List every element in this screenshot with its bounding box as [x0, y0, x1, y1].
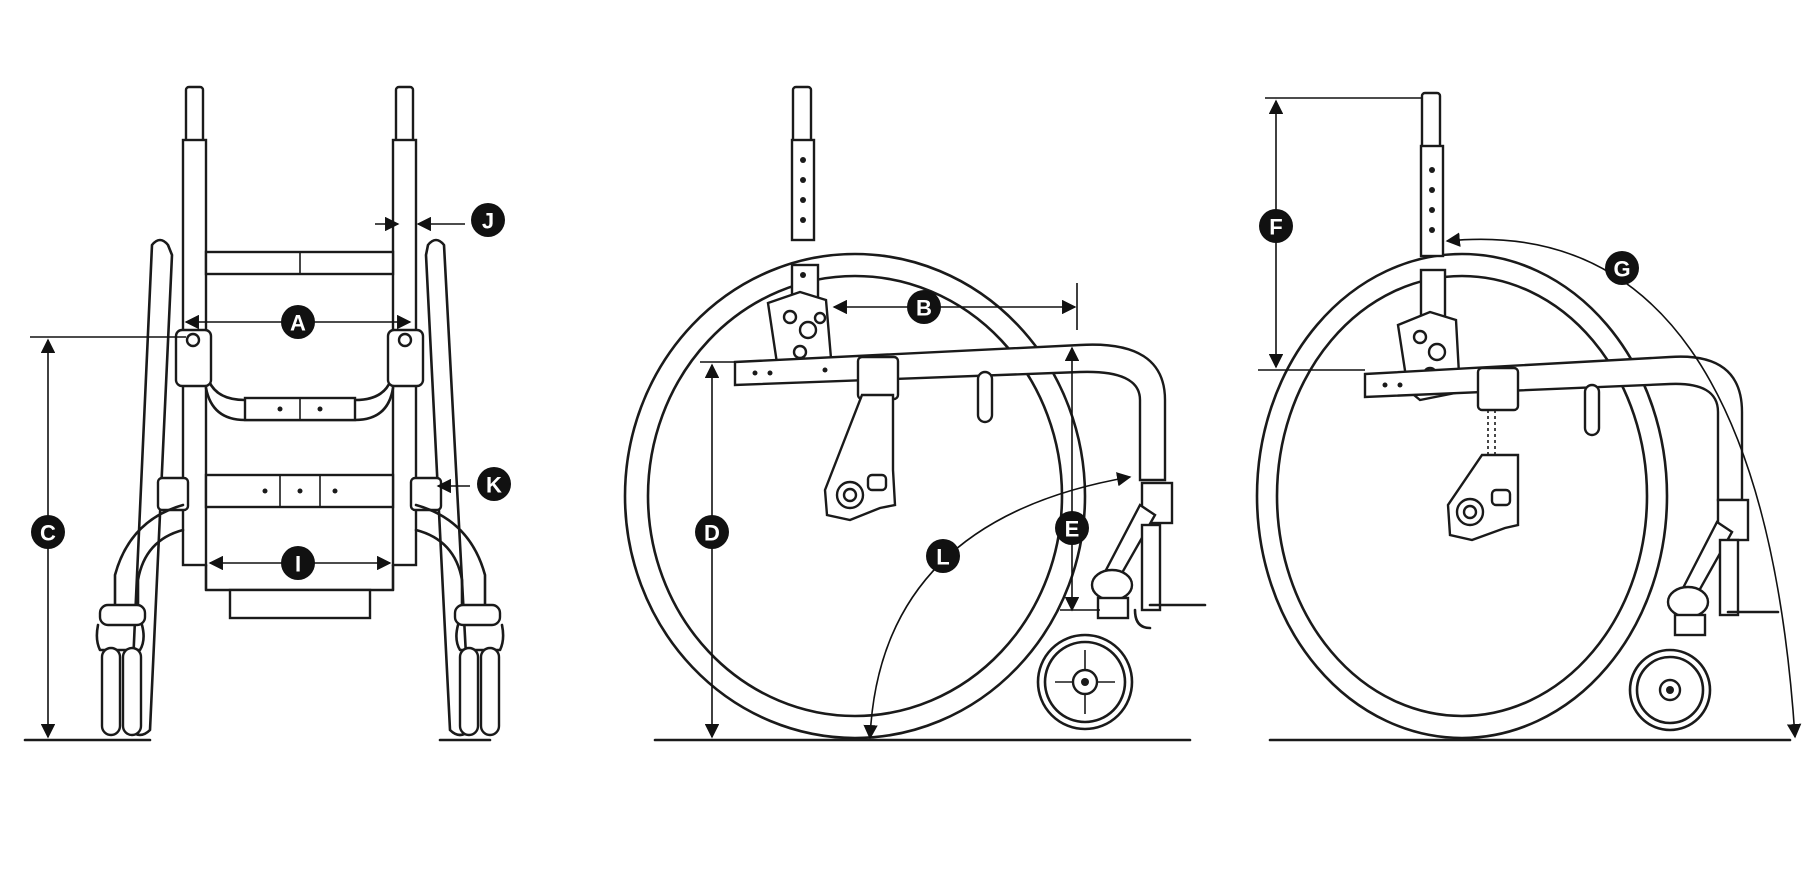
label-c-badge: C: [31, 515, 65, 549]
front-seat-frame: [174, 328, 425, 422]
svg-text:C: C: [40, 521, 56, 546]
dimension-b: B: [832, 283, 1078, 330]
label-g-badge: G: [1605, 251, 1639, 285]
svg-text:E: E: [1065, 517, 1080, 542]
svg-text:B: B: [916, 296, 932, 321]
dimension-d: D: [695, 361, 735, 739]
dimension-j: J: [375, 203, 505, 237]
right-caster: [1628, 498, 1780, 732]
dimension-k: K: [436, 467, 511, 501]
label-b-badge: B: [907, 290, 941, 324]
svg-text:A: A: [290, 311, 306, 336]
middle-side-frame: [733, 343, 1167, 482]
svg-text:J: J: [482, 209, 494, 234]
label-i-badge: I: [281, 546, 315, 580]
dimension-l: L: [863, 472, 1132, 740]
front-view: A C I J: [23, 85, 511, 742]
right-back-post: [1419, 91, 1447, 324]
label-j-badge: J: [471, 203, 505, 237]
svg-text:I: I: [295, 552, 301, 577]
svg-text:F: F: [1269, 215, 1282, 240]
dimension-g: G: [1445, 232, 1802, 739]
svg-text:D: D: [704, 521, 720, 546]
label-e-badge: E: [1055, 511, 1089, 545]
dimension-c: C: [30, 336, 186, 739]
front-footplate: [204, 563, 395, 620]
label-k-badge: K: [477, 467, 511, 501]
right-axle-plate: [1446, 410, 1520, 542]
dimension-f: F: [1258, 97, 1422, 371]
front-footrest-crossbar: [156, 473, 443, 512]
label-l-badge: L: [926, 539, 960, 573]
dimension-a: A: [184, 305, 412, 339]
label-f-badge: F: [1259, 209, 1293, 243]
side-view-right: F G: [1255, 91, 1802, 742]
label-a-badge: A: [281, 305, 315, 339]
middle-back-post: [790, 85, 820, 319]
svg-text:K: K: [486, 473, 502, 498]
front-caster-forks: [95, 503, 505, 737]
middle-axle-plate: [823, 393, 897, 522]
front-backrest: [204, 250, 395, 276]
right-side-frame: [1363, 355, 1744, 502]
label-d-badge: D: [695, 515, 729, 549]
dimension-i: I: [208, 546, 392, 580]
svg-text:G: G: [1613, 257, 1630, 282]
svg-text:L: L: [936, 545, 949, 570]
side-view-middle: B D E L: [623, 85, 1207, 742]
